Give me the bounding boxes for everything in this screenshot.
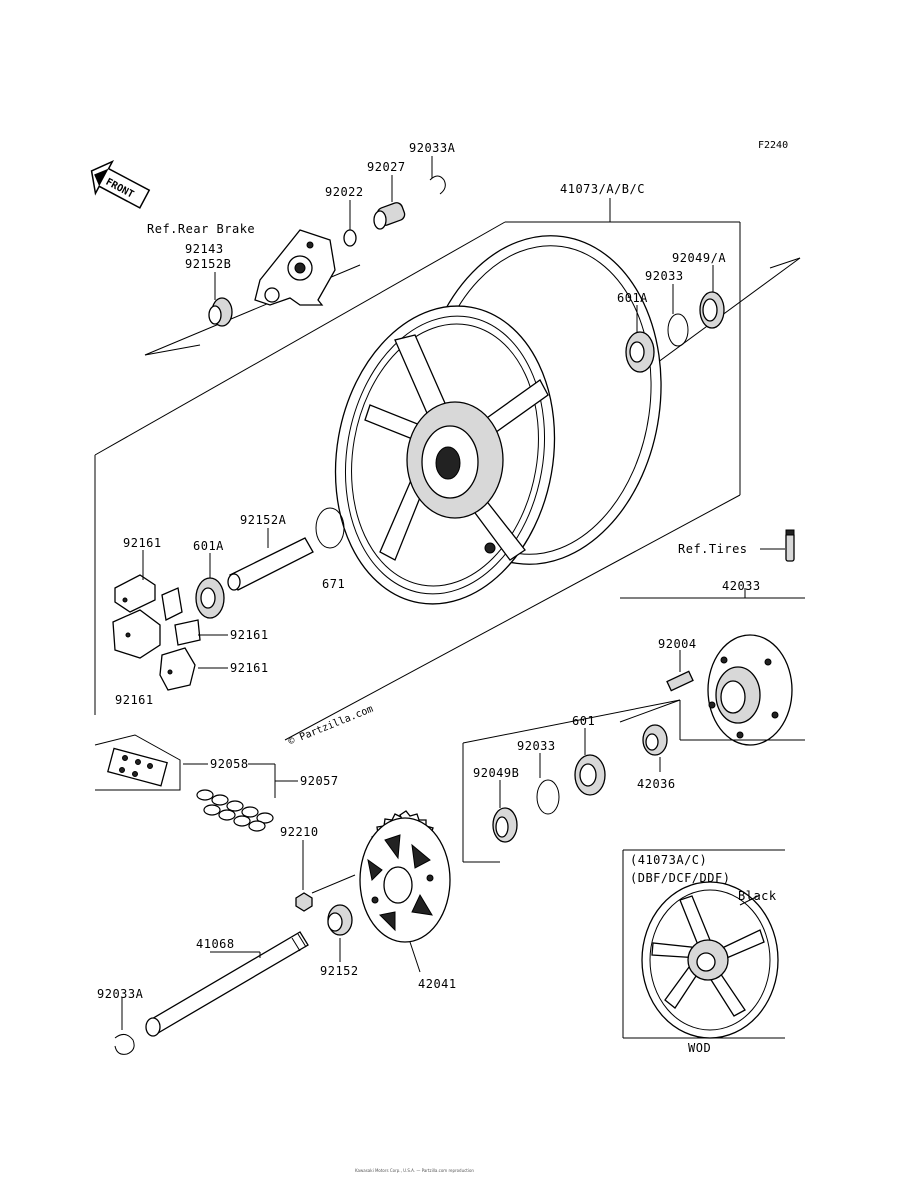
label-92022: 92022 [325,185,364,199]
part-92033-circlip-mid [536,779,560,815]
part-92027-collar [373,202,406,230]
part-671-oring [315,507,345,549]
label-671: 671 [322,577,345,591]
part-92004-stud [666,670,694,692]
part-92152-collar [327,904,353,936]
label-92049A: 92049/A [672,251,726,265]
part-41068-axle [145,931,309,1037]
part-92049A-seal [699,291,725,329]
inset-wheel-variant [622,849,785,1039]
front-arrow-icon: FRONT [90,159,151,209]
part-92161-dampers [112,574,201,691]
label-92058: 92058 [210,757,249,771]
label-601A-top: 601A [617,291,648,305]
part-601A-bearing-left [195,577,225,619]
rear-sprocket [359,810,451,943]
carrier-bearing-group-outline [462,699,681,863]
sprocket-carrier [707,634,793,746]
tire-valve [760,529,795,562]
label-92033-top: 92033 [645,269,684,283]
label-601: 601 [572,714,595,728]
part-92033-circlip-right [667,313,689,347]
label-41073: 41073/A/B/C [560,182,645,196]
part-92143-collar [208,297,233,327]
label-92143: 92143 [185,242,224,256]
inset-line1: (41073A/C) [630,853,707,867]
label-42041: 42041 [418,977,457,991]
label-42033: 42033 [722,579,761,593]
label-92161-b: 92161 [230,628,269,642]
rear-wheel [334,235,662,605]
part-601A-bearing-right [625,331,655,373]
footer-fineprint: Kawasaki Motors Corp., U.S.A. — Partzill… [355,1168,474,1173]
label-92049B: 92049B [473,766,519,780]
part-92033A-clip-bottom [114,1034,135,1055]
label-92004: 92004 [658,637,697,651]
caliper-bracket [254,229,336,306]
ref-tires-label: Ref.Tires [678,542,748,556]
label-42036: 42036 [637,777,676,791]
label-92027: 92027 [367,160,406,174]
drive-chain [94,734,274,832]
inset-code-label: WOD [688,1041,711,1055]
part-92049B-seal [492,807,518,843]
label-41068: 41068 [196,937,235,951]
part-92210-nut [295,874,356,912]
part-42036-collar [642,724,668,756]
label-92210: 92210 [280,825,319,839]
label-92033A-top: 92033A [409,141,456,155]
label-601A-left: 601A [193,539,224,553]
label-92161-a: 92161 [123,536,162,550]
part-92152A-spacer [227,537,314,591]
label-92033A-bottom: 92033A [97,987,144,1001]
carrier-group-outline [620,588,805,741]
label-92152A: 92152A [240,513,287,527]
label-92152: 92152 [320,964,359,978]
diagram-code: F2240 [758,140,788,151]
wheel-assembly-outline [94,198,741,741]
inset-color-label: Black [738,889,777,903]
watermark-text: © Partzilla.com [287,704,375,748]
label-92033-mid: 92033 [517,739,556,753]
label-92161-d: 92161 [115,693,154,707]
label-92161-c: 92161 [230,661,269,675]
label-92057: 92057 [300,774,339,788]
part-601-bearing [574,754,606,796]
leader-lines [121,156,714,1030]
inset-line2: (DBF/DCF/DDF) [630,871,730,885]
part-92022-washer [343,229,357,247]
part-92033A-clip [429,175,446,195]
label-92152B: 92152B [185,257,231,271]
ref-rear-brake-label: Ref.Rear Brake [147,222,255,236]
